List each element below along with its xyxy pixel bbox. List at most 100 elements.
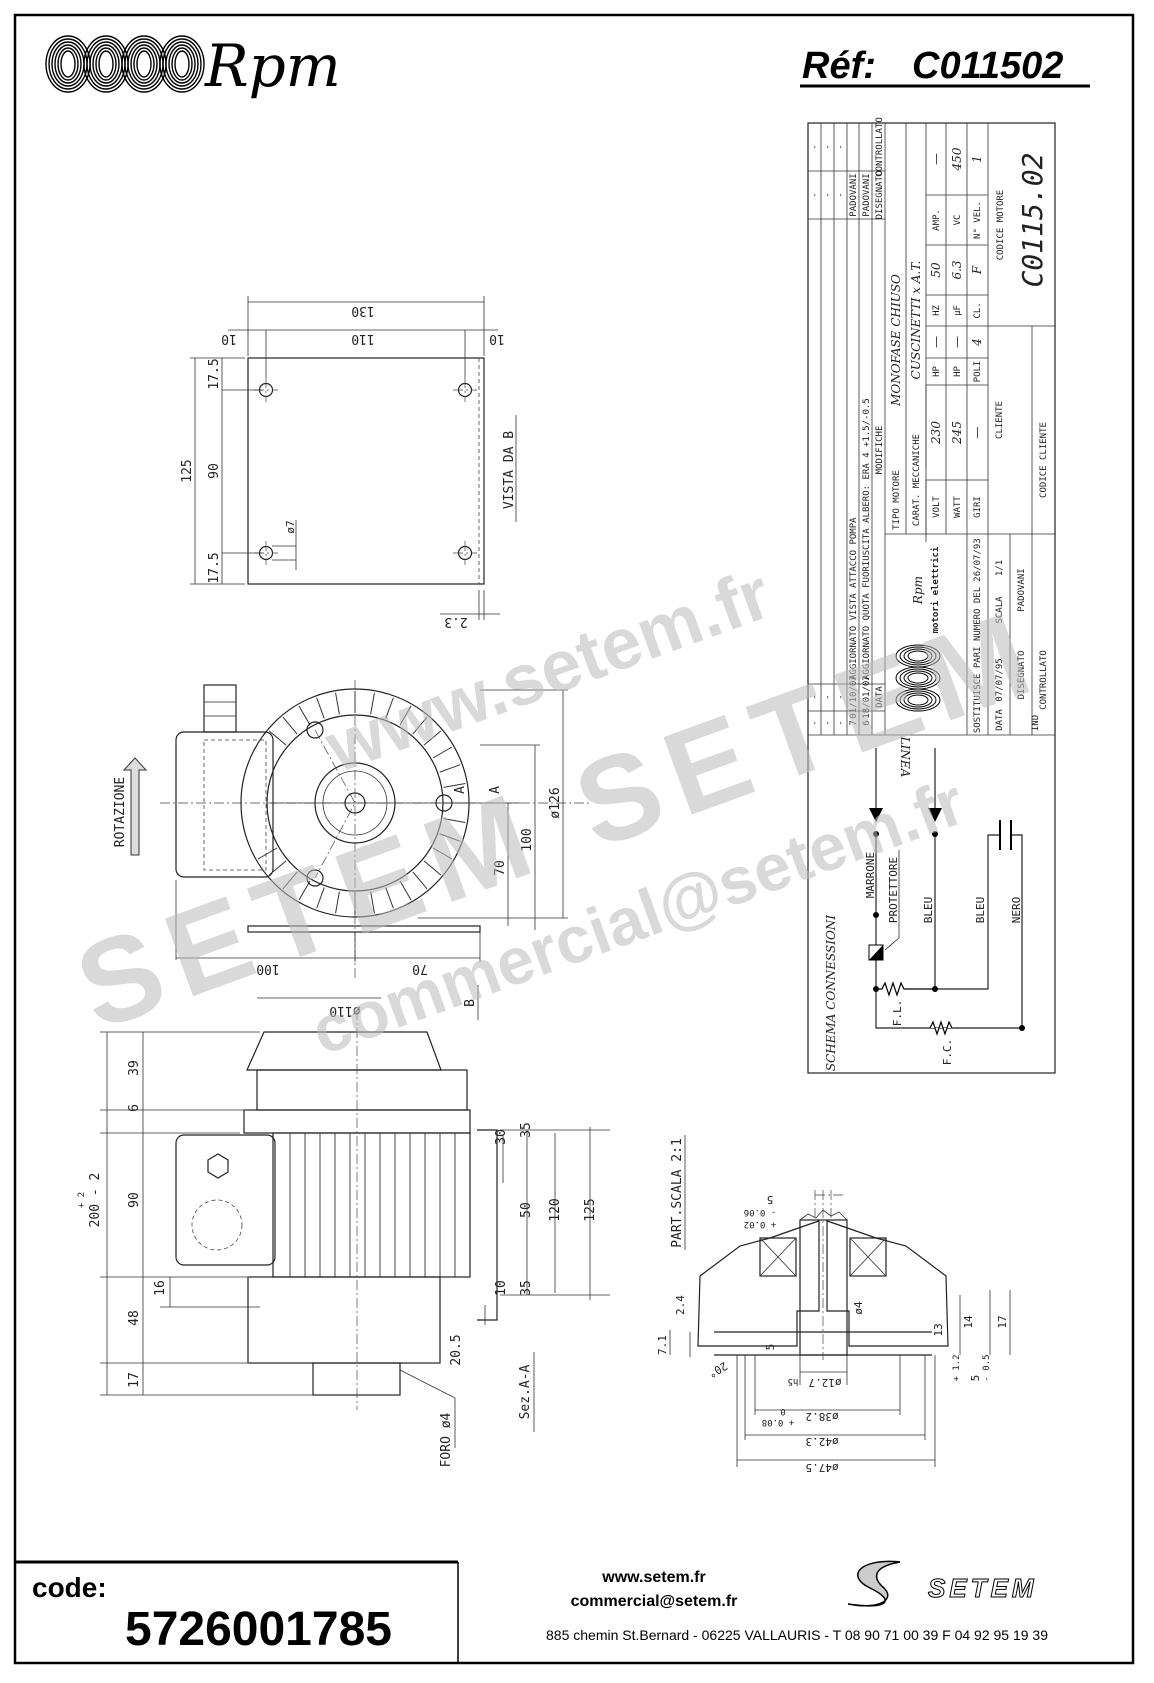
spec-label: N° VEL. bbox=[973, 201, 983, 239]
coil-ring bbox=[133, 47, 155, 81]
footer-address: 885 chemin St.Bernard - 06225 VALLAURIS … bbox=[546, 1627, 1048, 1643]
dim-20-5: 20.5 bbox=[449, 1334, 464, 1365]
dim-diameter-110: ø110 bbox=[329, 1003, 360, 1018]
spec-label: POLI bbox=[973, 361, 983, 383]
terminal-box bbox=[175, 731, 274, 878]
coil-emblem-icon bbox=[45, 35, 205, 93]
cooling-fin bbox=[385, 887, 394, 909]
revision-empty-mark: - bbox=[810, 144, 820, 149]
dim-50: 50 bbox=[519, 1202, 534, 1218]
ref-label: Réf: bbox=[802, 45, 876, 87]
protettore-label: PROTETTORE bbox=[887, 857, 900, 923]
base-plate bbox=[247, 925, 481, 933]
dim-14: 14 bbox=[962, 1315, 975, 1329]
view-detail-part: PART.SCALA 2:1 5 - 0.06 + 0.02 ø12.7 h5 … bbox=[656, 1135, 1011, 1474]
sostituisce-date: 26/07/93 bbox=[973, 538, 983, 581]
coil-emblem-icon bbox=[895, 644, 941, 712]
code-label: code: bbox=[32, 1572, 107, 1603]
revision-empty-mark: - bbox=[836, 192, 846, 197]
coil-ring bbox=[136, 50, 152, 78]
dim-17: 17 bbox=[127, 1372, 142, 1388]
spec-label: VOLT bbox=[932, 496, 942, 518]
scala-label: SCALA bbox=[995, 596, 1005, 624]
revision-empty-mark: - bbox=[823, 144, 833, 149]
revision-row-7: 7 01/10/07 AGGIORNATO VISTA ATTACCO POMP… bbox=[849, 173, 859, 725]
dim-90: 90 bbox=[207, 463, 222, 479]
body-ribs bbox=[289, 1133, 456, 1277]
carat-value: CUSCINETTI x A.T. bbox=[909, 261, 923, 380]
coil-ring bbox=[95, 47, 117, 81]
watermark: www.setem.fr SETEM SETEM commercial@sete… bbox=[60, 554, 1059, 1069]
section-mark-a-right: A bbox=[488, 786, 503, 794]
dim-key-5: 5 bbox=[767, 1193, 774, 1206]
bleu-label-1: BLEU bbox=[922, 897, 935, 924]
svg-text:6: 6 bbox=[862, 720, 872, 725]
rev-header-ind: IND bbox=[1031, 715, 1041, 731]
scala-value: 1/1 bbox=[995, 560, 1005, 576]
svg-text:PADOVANI: PADOVANI bbox=[862, 173, 872, 216]
dim-13: 13 bbox=[932, 1323, 945, 1336]
cooling-fin bbox=[335, 891, 340, 914]
coil-ring bbox=[907, 694, 929, 706]
cooling-fin bbox=[443, 818, 466, 823]
dim-hole-4: ø4 bbox=[852, 1301, 865, 1315]
spec-value: — bbox=[950, 336, 964, 348]
view-vista-da-b: 130 110 10 10 125 90 17.5 17.5 ø7 2.3 VI… bbox=[180, 296, 517, 629]
dim-key-tol-minus: - 0.06 bbox=[744, 1207, 777, 1217]
spec-value: 6.3 bbox=[950, 260, 964, 279]
spec-label: HP bbox=[953, 366, 963, 377]
hole-label: FORO ø4 bbox=[439, 1412, 454, 1467]
spec-label: HP bbox=[932, 366, 942, 377]
coil-ring bbox=[130, 44, 158, 84]
title-logo-brand: Rpm bbox=[911, 576, 925, 605]
rev-header-controllato: CONTROLLATO bbox=[875, 117, 885, 177]
fc-label: F.C. bbox=[941, 1039, 954, 1066]
svg-text:PADOVANI: PADOVANI bbox=[849, 173, 859, 216]
spec-value: 245 bbox=[950, 421, 964, 445]
coil-ring bbox=[165, 41, 199, 87]
dim-110: 110 bbox=[351, 331, 374, 346]
coil-ring bbox=[162, 38, 202, 90]
dim-39: 39 bbox=[127, 1060, 142, 1076]
title-logo: Rpm motori elettrici bbox=[895, 546, 941, 712]
revision-row-6: 6 18/01/07 AGGIORNATO QUOTA FUORIUSCITA … bbox=[862, 173, 872, 725]
dim-90: 90 bbox=[127, 1192, 142, 1208]
cooling-fin bbox=[316, 697, 325, 719]
dim-200-tolerance: + 2 bbox=[77, 1192, 87, 1208]
dim-125: 125 bbox=[180, 459, 195, 482]
cooling-fin bbox=[439, 833, 461, 842]
dim-35-top: 35 bbox=[519, 1122, 534, 1138]
spec-label: WATT bbox=[953, 496, 963, 518]
coil-ring bbox=[171, 47, 193, 81]
coil-ring bbox=[57, 47, 79, 81]
reference: Réf: C011502 bbox=[800, 45, 1090, 88]
capacitor-icon bbox=[999, 820, 1012, 850]
dim-10: 10 bbox=[494, 1280, 509, 1296]
spec-value: — bbox=[929, 336, 943, 348]
rotation-indicator: ROTAZIONE bbox=[113, 757, 148, 856]
spec-value: 4 bbox=[970, 338, 984, 347]
view-front: ROTAZIONE 100 70 ø126 100 70 A A bbox=[113, 680, 590, 980]
footer-email: commercial@setem.fr bbox=[571, 1593, 738, 1610]
cooling-fin bbox=[443, 783, 466, 788]
dim-5: 5 bbox=[764, 1344, 777, 1351]
ref-value: C011502 bbox=[912, 45, 1063, 87]
coil-ring bbox=[907, 650, 929, 662]
codice-motore-label: CODICE MOTORE bbox=[996, 190, 1006, 260]
cable-gland bbox=[203, 684, 237, 733]
dim-5b-tol-minus: - 0.5 bbox=[982, 1354, 992, 1381]
dim-47-5: ø47.5 bbox=[805, 1461, 838, 1474]
dim-48: 48 bbox=[127, 1310, 142, 1326]
dim-70: 70 bbox=[412, 961, 428, 976]
data-label: DATA bbox=[995, 709, 1005, 731]
dim-38-2: ø38.2 bbox=[805, 1410, 838, 1423]
motor-specs: VOLT230HP—HZ50AMP.—WATT245HP—µF6.3VC450G… bbox=[929, 147, 984, 518]
nero-label: NERO bbox=[1010, 897, 1023, 924]
coil-ring bbox=[98, 50, 114, 78]
tipo-motore-value: MONOFASE CHIUSO bbox=[889, 274, 903, 407]
coil-ring bbox=[174, 50, 190, 78]
mounting-holes bbox=[254, 378, 477, 565]
cooling-fin bbox=[439, 764, 461, 773]
dim-17: 17 bbox=[996, 1315, 1009, 1328]
